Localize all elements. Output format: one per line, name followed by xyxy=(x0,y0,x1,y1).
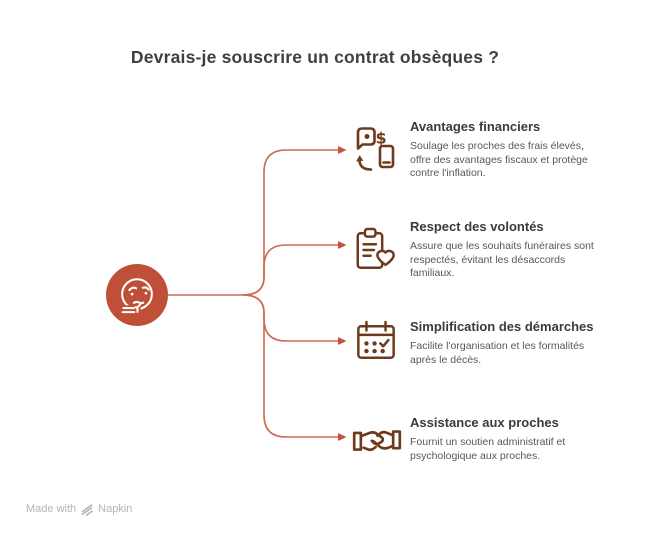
item-body: Assure que les souhaits funéraires sont … xyxy=(410,240,594,279)
item-simplification-des-demarches: Simplification des démarches Facilite l'… xyxy=(352,319,612,367)
made-with-label: Made with xyxy=(26,503,77,515)
branch-2 xyxy=(242,244,339,296)
arrowhead-3 xyxy=(338,337,347,345)
central-node xyxy=(106,264,168,326)
branch-1 xyxy=(242,149,339,296)
clipboard-heart-icon xyxy=(353,226,397,281)
item-assistance-aux-proches: Assistance aux proches Fournit un soutie… xyxy=(352,415,612,463)
item-body: Soulage les proches des frais élevés, of… xyxy=(410,140,588,179)
item-avantages-financiers: $ Avantages financiers Soulage les proch… xyxy=(352,119,612,181)
arrowhead-1 xyxy=(338,146,347,154)
arrowhead-2 xyxy=(338,241,347,249)
item-heading: Simplification des démarches xyxy=(410,319,594,334)
item-heading: Assistance aux proches xyxy=(410,415,559,430)
handshake-icon xyxy=(352,423,402,466)
calendar-check-icon xyxy=(355,319,397,370)
item-body: Fournit un soutien administratif et psyc… xyxy=(410,436,566,462)
page-title: Devrais-je souscrire un contrat obsèques… xyxy=(130,47,500,67)
money-transfer-icon: $ xyxy=(352,124,398,179)
branch-3 xyxy=(242,294,339,342)
napkin-logo-icon xyxy=(81,504,93,516)
arrowhead-4 xyxy=(338,433,347,441)
item-heading: Avantages financiers xyxy=(410,119,541,134)
branch-4 xyxy=(242,294,339,438)
brand-name: Napkin xyxy=(98,503,133,515)
item-respect-des-volontes: Respect des volontés Assure que les souh… xyxy=(352,219,612,281)
item-heading: Respect des volontés xyxy=(410,219,544,234)
thinking-face-icon xyxy=(119,278,153,318)
made-with-napkin-badge[interactable]: Made with Napkin xyxy=(26,501,132,517)
item-body: Facilite l'organisation et les formalité… xyxy=(410,340,585,366)
svg-text:$: $ xyxy=(376,129,387,148)
